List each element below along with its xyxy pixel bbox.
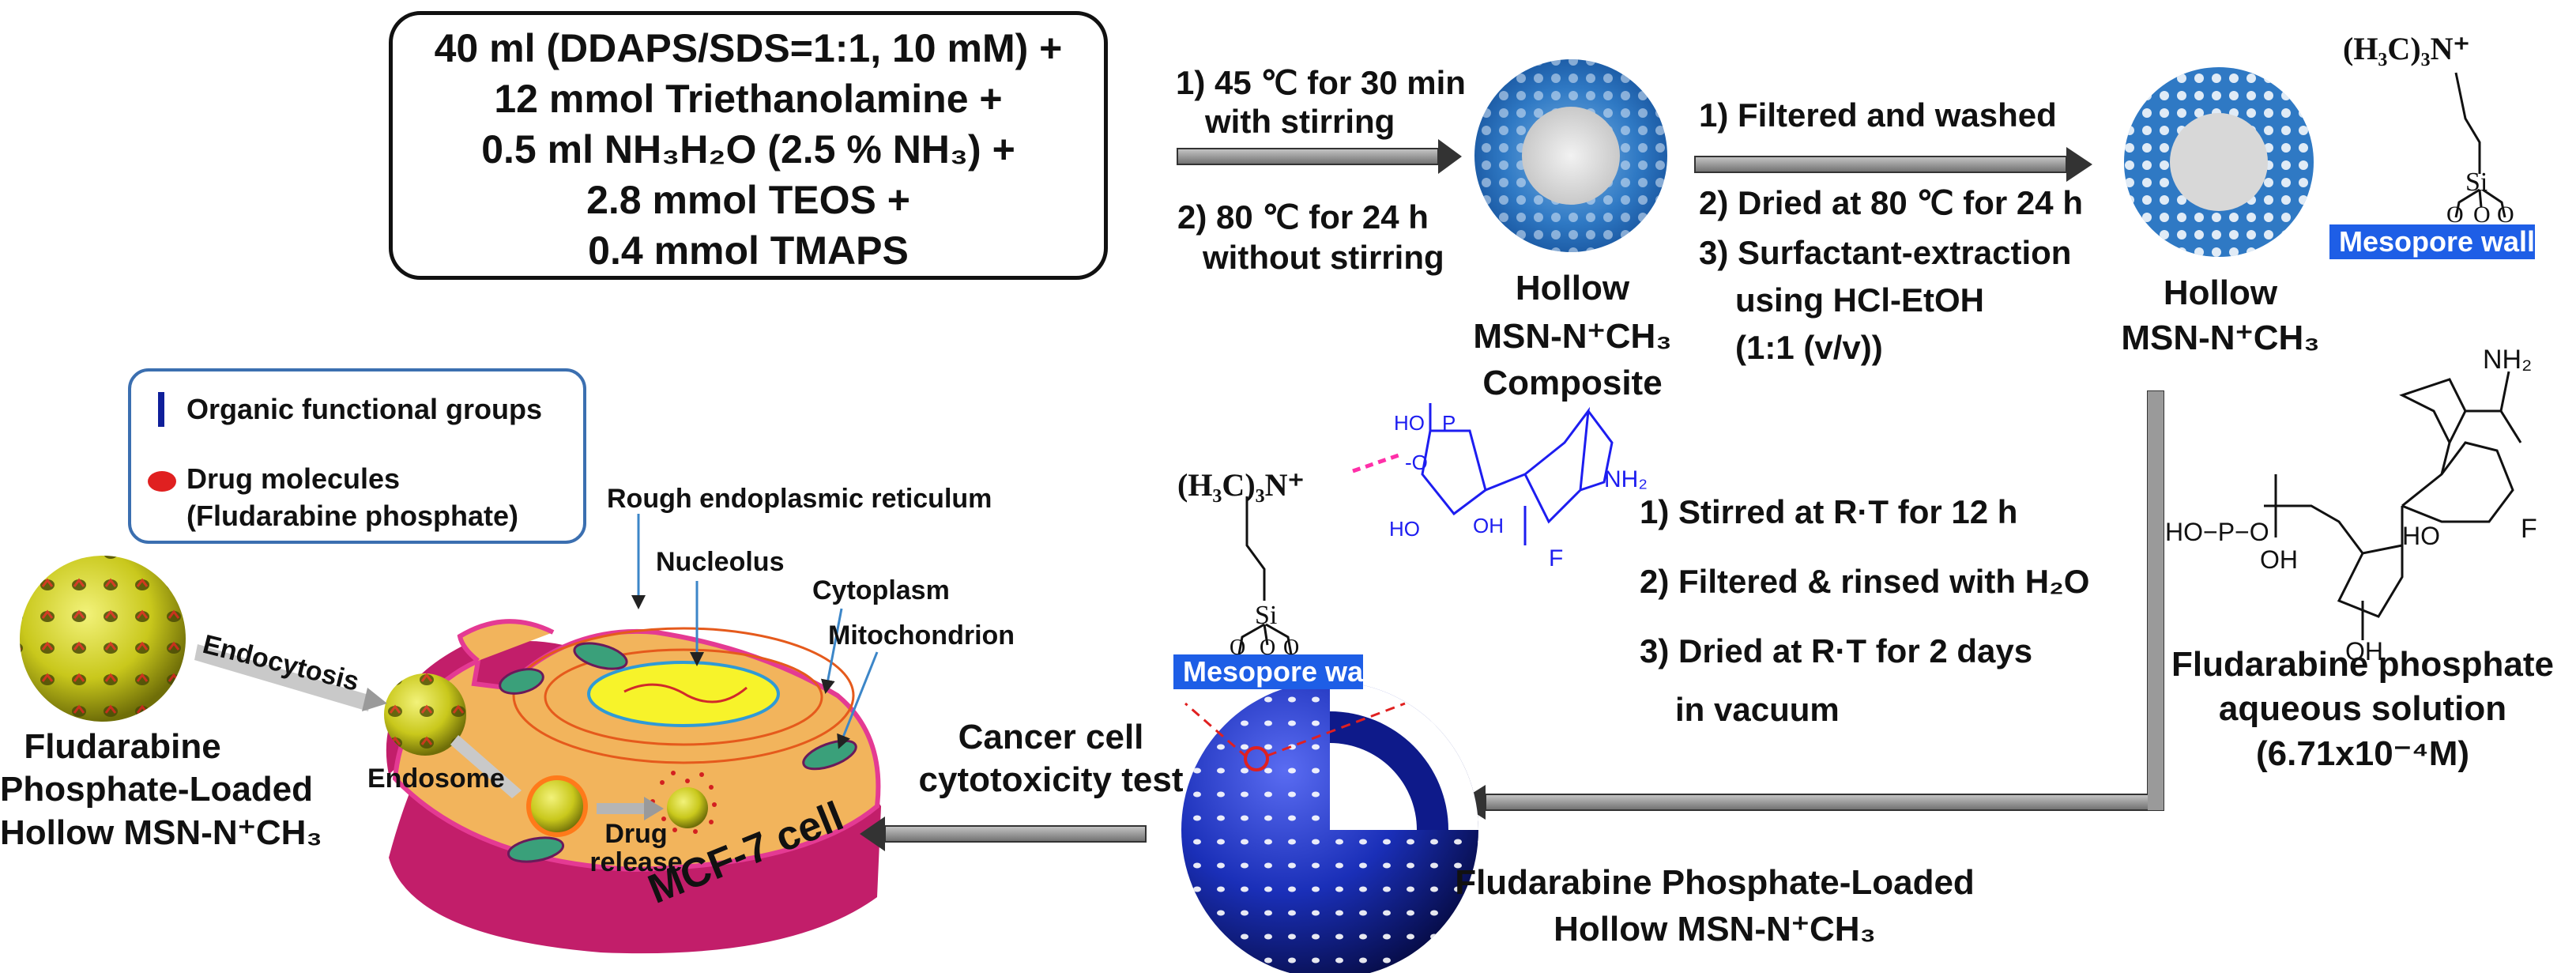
bound-trimethylammonium: (H₃C)₃N⁺ (1177, 467, 1305, 503)
mitochondria (499, 642, 857, 863)
step3-filtered: 2) Filtered & rinsed with H₂O (1640, 563, 2090, 600)
trimethylammonium-text: (H₃C)₃N⁺ (2343, 31, 2470, 66)
rer-label: Rough endoplasmic reticulum (607, 484, 992, 514)
arrow-step3 (1458, 390, 2164, 820)
reagent-line: 12 mmol Triethanolamine + (494, 77, 1003, 121)
endosome-label: Endosome (367, 764, 505, 794)
adsorbed-drug-structure (1237, 496, 1293, 655)
ribose-ho: HO (2402, 522, 2440, 550)
particle-in-cell (384, 673, 708, 837)
o-atom: O (2473, 202, 2491, 228)
phosphate-oh: OH (2260, 545, 2298, 574)
step1-condition-a2: with stirring (1205, 103, 1395, 140)
legend-organic-label: Organic functional groups (186, 393, 543, 425)
ribose-oh: OH (2345, 637, 2383, 666)
bound-ho: HO (1394, 411, 1425, 435)
organic-group-legend-icon (158, 392, 164, 427)
arrow-step2 (1694, 147, 2092, 182)
loaded-msn-cutaway-sphere (1181, 681, 1478, 973)
reagents-box: 40 ml (DDAPS/SDS=1:1, 10 mM) + 12 mmol T… (389, 11, 1108, 280)
cytoplasm-label: Cytoplasm (812, 575, 950, 605)
reagent-line: 2.8 mmol TEOS + (586, 178, 910, 222)
composite-label-3: Composite (1482, 364, 1663, 402)
nh2-group: NH₂ (2483, 345, 2533, 375)
mesopore-wall-bar-2 (1173, 654, 1363, 689)
ionic-interaction-line (1352, 453, 1399, 473)
step2-ratio: (1:1 (v/v)) (1735, 329, 1883, 366)
bound-p: P (1442, 411, 1456, 435)
organelle-pointers (631, 514, 879, 749)
step3-stirred: 1) Stirred at R·T for 12 h (1640, 493, 2018, 530)
zoom-lines (1184, 702, 1406, 759)
bound-f: F (1549, 545, 1564, 571)
step2-extraction: 3) Surfactant-extraction (1699, 234, 2072, 271)
drug-release-label-1: Drug (604, 819, 668, 849)
legend-drug-name: (Fludarabine phosphate) (186, 500, 519, 532)
step3-dried: 3) Dried at R·T for 2 days (1640, 632, 2033, 669)
composite-label-2: MSN-N⁺CH₃ (1473, 317, 1672, 356)
left-particle-label-1: Fludarabine (24, 727, 221, 766)
nucleus (512, 627, 855, 764)
loaded-label-2: Hollow MSN-N⁺CH₃ (1554, 910, 1876, 948)
o-atom: O (1260, 635, 1276, 660)
step2-hcl-etoh: using HCl-EtOH (1735, 281, 1984, 319)
step1-condition-a: 1) 45 ℃ for 30 min (1176, 64, 1466, 101)
hollow-msn-sphere (2124, 67, 2314, 257)
drug-release-label-2: release (589, 847, 683, 877)
bound-ho-2: HO (1389, 517, 1420, 541)
mitochondrion-label: Mitochondrion (828, 620, 1015, 651)
drug-label-3: (6.71x10⁻⁴M) (2256, 734, 2469, 773)
cytotox-label-1: Cancer cell (958, 718, 1144, 756)
hollow-label-2: MSN-N⁺CH₃ (2121, 319, 2320, 357)
o-atom: O (1283, 635, 1300, 660)
composite-label-1: Hollow (1515, 269, 1630, 307)
arrow-cytotoxicity (860, 816, 1147, 851)
bound-nh2: NH₂ (1604, 466, 1648, 492)
legend-drug-label: Drug molecules (186, 462, 401, 495)
hollow-label-1: Hollow (2163, 273, 2278, 312)
reagent-line: 40 ml (DDAPS/SDS=1:1, 10 mM) + (434, 26, 1063, 70)
reagent-line: 0.5 ml NH₃H₂O (2.5 % NH₃) + (481, 127, 1015, 172)
mesopore-wall-bar (2329, 224, 2535, 259)
fluorine-atom: F (2521, 514, 2537, 544)
left-particle-label-3: Hollow MSN-N⁺CH₃ (0, 813, 322, 852)
left-particle-label-2: Phosphate-Loaded (0, 770, 314, 809)
loaded-particle-left (20, 556, 186, 722)
legend-box (128, 368, 586, 544)
step1-condition-b2: without stirring (1203, 239, 1444, 276)
mesopore-wall-label: Mesopore wall (2339, 225, 2536, 258)
reagent-line: 0.4 mmol TMAPS (588, 228, 909, 273)
o-atom: O (1230, 635, 1246, 660)
mesopore-wall-label-2: Mesopore wall (1183, 655, 1380, 688)
o-atom: O (2497, 202, 2514, 228)
inner-arrows (194, 644, 664, 820)
ho-p-o-group: HO−P−O (2165, 518, 2269, 546)
drug-label-1: Fludarabine phosphate (2171, 645, 2555, 684)
phosphate-o-minus: -O (1405, 451, 1428, 474)
drug-molecule-legend-icon (148, 471, 176, 492)
step2-filtered: 1) Filtered and washed (1699, 96, 2057, 134)
fludarabine-bound-drawing (1421, 403, 1614, 545)
nucleolus-label: Nucleolus (656, 547, 785, 577)
arrow-step1 (1177, 139, 1462, 174)
si-atom: Si (1255, 601, 1278, 630)
hollow-composite-sphere (1474, 59, 1667, 252)
fludarabine-phosphate-drawing (2264, 371, 2522, 640)
si-atom: Si (2465, 168, 2488, 197)
cytotox-label-2: cytotoxicity test (918, 760, 1184, 799)
o-atom: O (2446, 202, 2464, 228)
bound-oh: OH (1473, 514, 1504, 537)
step1-condition-b: 2) 80 ℃ for 24 h (1177, 198, 1429, 236)
drug-label-2: aqueous solution (2218, 689, 2507, 728)
loaded-label-1: Fludarabine Phosphate-Loaded (1455, 863, 1975, 902)
step3-vacuum: in vacuum (1675, 691, 1840, 728)
step2-dried: 2) Dried at 80 ℃ for 24 h (1699, 184, 2083, 221)
